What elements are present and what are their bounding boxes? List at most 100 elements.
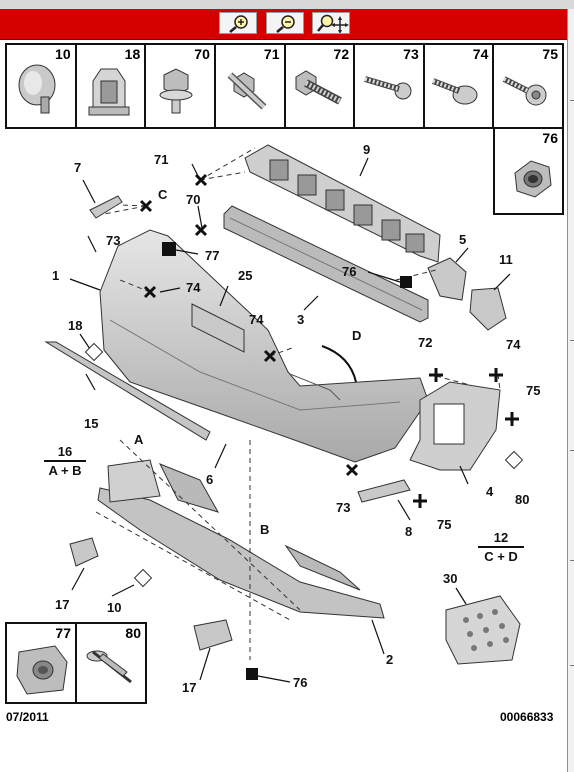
bumper-beam-3[interactable] xyxy=(223,205,429,323)
bottom-parts-box: 77 80 xyxy=(5,622,147,704)
callout-75-upper: 75 xyxy=(526,383,541,398)
callout-16-fraction: 16 A + B xyxy=(44,444,86,478)
callout-12-fraction: 12 C + D xyxy=(478,530,524,564)
callout-2: 2 xyxy=(386,652,394,667)
callout-C: C xyxy=(158,187,168,202)
part-number: 76 xyxy=(542,130,558,146)
bracket-5[interactable] xyxy=(427,257,467,301)
sensor-mount-icon xyxy=(16,645,68,695)
rivet-icon xyxy=(86,650,132,684)
scroll-tick xyxy=(570,665,574,666)
part-cell-74[interactable]: 74 xyxy=(425,45,495,127)
part-number: 75 xyxy=(542,46,558,62)
clip-kit-30[interactable] xyxy=(445,595,521,665)
bracket-11[interactable] xyxy=(469,287,507,331)
reinforcement-bracket-9[interactable] xyxy=(244,144,441,263)
callout-B: B xyxy=(260,522,270,537)
part-number: 77 xyxy=(55,625,71,641)
scroll-tick xyxy=(570,450,574,451)
callout-7: 7 xyxy=(74,160,82,175)
plate-bracket-25[interactable] xyxy=(191,303,245,353)
bracket-a[interactable] xyxy=(158,463,220,513)
callout-A-upper: A xyxy=(134,432,144,447)
callout-25: 25 xyxy=(238,268,253,283)
callout-73-upper: 73 xyxy=(106,233,121,248)
diagram-reference: 00066833 xyxy=(500,710,554,724)
zoom-out-button[interactable] xyxy=(266,12,304,34)
part-number: 71 xyxy=(263,46,280,62)
bracket-opening xyxy=(433,403,465,445)
part-cell-80[interactable]: 80 xyxy=(77,624,145,702)
part-number: 72 xyxy=(333,46,350,62)
lamp-17-upper[interactable] xyxy=(69,537,99,567)
hex-bolt-icon xyxy=(227,72,267,110)
callout-1: 1 xyxy=(52,268,60,283)
reflector-8[interactable] xyxy=(357,479,411,503)
callout-30: 30 xyxy=(443,571,458,586)
zoom-in-button[interactable] xyxy=(219,12,257,34)
part-number: 10 xyxy=(55,46,71,62)
lower-diffuser-2[interactable] xyxy=(97,459,385,619)
callout-74-mid: 74 xyxy=(249,312,264,327)
fraction-line xyxy=(44,460,86,462)
callout-18: 18 xyxy=(68,318,83,333)
zoom-pan-button[interactable] xyxy=(312,12,350,34)
callout-76-upper: 76 xyxy=(342,264,357,279)
callout-74-right: 74 xyxy=(506,337,521,352)
callout-77: 77 xyxy=(205,248,220,263)
self-tapping-screw-icon xyxy=(364,76,412,100)
callout-3: 3 xyxy=(297,312,305,327)
callout-8: 8 xyxy=(405,524,413,539)
zoom-out-icon xyxy=(276,15,295,33)
trim-strip-15[interactable] xyxy=(44,341,211,441)
part-number: 74 xyxy=(472,46,489,62)
callout-17-upper: 17 xyxy=(55,597,70,612)
part-cell-73[interactable]: 73 xyxy=(355,45,425,127)
fraction-denominator: C + D xyxy=(484,549,518,564)
lamp-17-lower[interactable] xyxy=(193,619,233,651)
bumper-cover-1[interactable] xyxy=(99,229,429,463)
vertical-scrollbar[interactable] xyxy=(567,9,574,772)
callout-72: 72 xyxy=(418,335,433,350)
part-cell-10[interactable]: 10 xyxy=(7,45,77,127)
part-number: 70 xyxy=(194,46,210,62)
scroll-tick xyxy=(570,100,574,101)
bracket-b[interactable] xyxy=(284,544,361,591)
flange-screw-icon xyxy=(295,70,342,105)
part-cell-18[interactable]: 18 xyxy=(77,45,147,127)
fraction-numerator: 16 xyxy=(57,444,73,459)
callout-74-left: 74 xyxy=(186,280,201,295)
callout-17-lower: 17 xyxy=(182,680,197,695)
callout-D: D xyxy=(352,328,362,343)
part-number: 80 xyxy=(125,625,141,641)
part-cell-77[interactable]: 77 xyxy=(7,624,77,702)
callout-4: 4 xyxy=(486,484,494,499)
diagram-date: 07/2011 xyxy=(6,710,49,724)
fastener-parts-row: 10 18 70 71 72 xyxy=(5,43,564,129)
part-cell-72[interactable]: 72 xyxy=(286,45,356,127)
part-cell-76[interactable]: 76 xyxy=(493,129,564,215)
torx-screw-icon xyxy=(431,78,478,105)
callout-9: 9 xyxy=(363,142,371,157)
fastener-markers xyxy=(162,242,412,680)
callout-11: 11 xyxy=(499,252,513,267)
reflector-7[interactable] xyxy=(89,195,123,219)
scroll-tick xyxy=(570,560,574,561)
part-cell-75[interactable]: 75 xyxy=(494,45,562,127)
hex-nut-icon xyxy=(514,160,552,198)
nut-bolt-icon xyxy=(159,68,193,114)
push-clip-icon xyxy=(18,64,56,114)
callout-6: 6 xyxy=(206,472,214,487)
callout-10: 10 xyxy=(107,600,122,615)
viewer-toolbar xyxy=(0,9,567,40)
zoom-in-icon xyxy=(229,15,248,33)
fraction-numerator: 12 xyxy=(493,530,509,545)
part-cell-70[interactable]: 70 xyxy=(146,45,216,127)
callout-73-lower: 73 xyxy=(336,500,351,515)
fraction-line xyxy=(478,546,524,548)
callout-5: 5 xyxy=(459,232,467,247)
callout-80: 80 xyxy=(515,492,530,507)
callout-75-lower: 75 xyxy=(437,517,452,532)
part-cell-71[interactable]: 71 xyxy=(216,45,286,127)
